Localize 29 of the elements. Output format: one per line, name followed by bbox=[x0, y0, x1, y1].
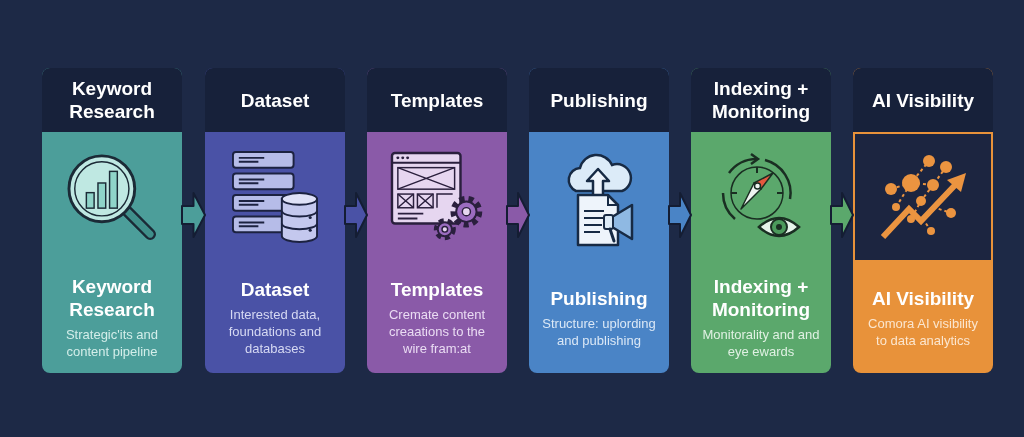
step-description: Monitorality and and eye ewards bbox=[702, 326, 820, 360]
step-description: Strategic'its and content pipeline bbox=[64, 326, 160, 360]
arrow bbox=[344, 192, 368, 238]
arrow bbox=[506, 192, 530, 238]
arrow bbox=[181, 192, 206, 238]
step-description: Comora AI visibility to data analytics bbox=[867, 314, 979, 349]
step-card bbox=[529, 68, 669, 373]
step-title: Keyword Research bbox=[68, 77, 156, 123]
step-description: Structure: uplording and publishing bbox=[541, 314, 657, 349]
step-title: AI Visibility bbox=[871, 286, 975, 310]
step-description: Interested data, foundations and databases bbox=[227, 306, 323, 357]
step-description: Cremate content creaations to the wire fram:at bbox=[387, 306, 487, 357]
step-title: Indexing + Monitoring bbox=[710, 77, 812, 123]
step-card bbox=[367, 68, 507, 373]
step-card bbox=[42, 68, 182, 373]
step-title: Dataset bbox=[240, 278, 310, 301]
step-card bbox=[205, 68, 345, 373]
step-card bbox=[853, 68, 993, 373]
step-title: Publishing bbox=[550, 88, 648, 112]
arrow bbox=[668, 192, 692, 238]
step-title: AI Visibility bbox=[871, 88, 975, 112]
step-title: Keyword Research bbox=[68, 275, 156, 321]
arrow bbox=[830, 192, 854, 238]
step-title: Templates bbox=[390, 278, 484, 301]
step-title: Indexing + Monitoring bbox=[710, 275, 812, 321]
step-title: Dataset bbox=[240, 88, 310, 112]
step-title: Publishing bbox=[550, 286, 648, 310]
step-title: Templates bbox=[390, 88, 484, 112]
step-card bbox=[691, 68, 831, 373]
